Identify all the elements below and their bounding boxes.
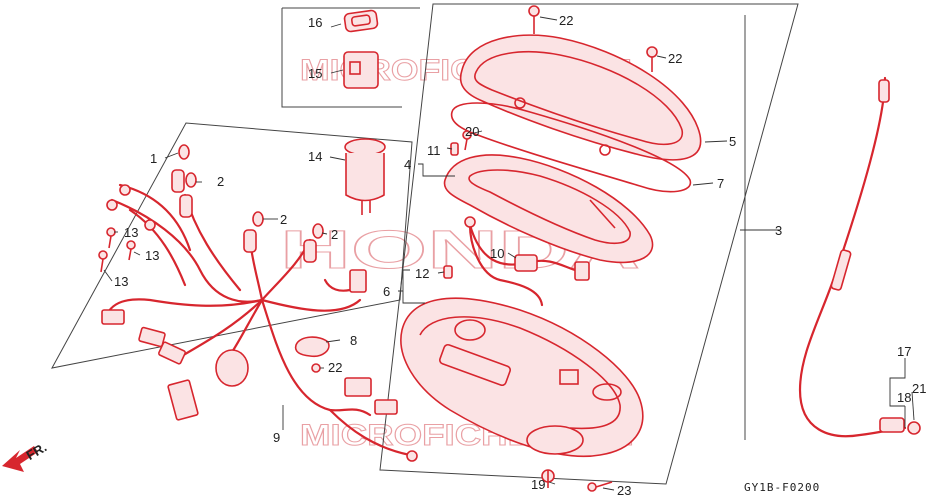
- callout-13: 13: [114, 274, 128, 289]
- part-10-bulb-cord: [464, 216, 590, 307]
- callout-23: 23: [617, 483, 631, 498]
- part-22-screw-right: [646, 46, 658, 72]
- front-arrow: FR.: [2, 439, 49, 472]
- callout-21: 21: [912, 381, 926, 396]
- callout-22: 22: [328, 360, 342, 375]
- part-6-lower-case: [400, 297, 644, 458]
- callout-16: 16: [308, 15, 322, 30]
- part-5-meter-case: [459, 34, 702, 161]
- part-8-clip: [294, 336, 330, 358]
- callout-17: 17: [897, 344, 911, 359]
- callout-20: 20: [465, 124, 479, 139]
- callout-3: 3: [775, 223, 782, 238]
- part-23-screw: [587, 481, 613, 492]
- part-22-screw-top: [528, 5, 540, 34]
- callout-13: 13: [145, 248, 159, 263]
- frame-meter-assembly: [379, 3, 799, 485]
- callout-9: 9: [273, 430, 280, 445]
- callout-2: 2: [217, 174, 224, 189]
- part-20-screw: [462, 130, 472, 151]
- part-9-wire-harness: [101, 144, 418, 462]
- frame-wiring-harness: [51, 122, 413, 369]
- callout-11: 11: [427, 143, 441, 158]
- part-15-relay: [343, 51, 379, 89]
- callout-8: 8: [350, 333, 357, 348]
- callout-22: 22: [668, 51, 682, 66]
- callout-10: 10: [490, 246, 504, 261]
- callout-4: 4: [404, 157, 411, 172]
- leader-lines: [103, 15, 915, 491]
- frame-inset-top: [281, 8, 402, 108]
- callout-15: 15: [308, 66, 322, 81]
- callout-2: 2: [280, 212, 287, 227]
- callout-18: 18: [897, 390, 911, 405]
- front-marker-label: FR.: [24, 439, 50, 462]
- callout-7: 7: [717, 176, 724, 191]
- callout-19: 19: [531, 477, 545, 492]
- callout-12: 12: [415, 266, 429, 281]
- part-13-screws: [98, 227, 136, 273]
- callout-labels: 1 2 2 2 3 4 5 6 7 8 9 10 11 12 13 13 13 …: [114, 13, 926, 498]
- callout-6: 6: [383, 284, 390, 299]
- callout-2: 2: [331, 227, 338, 242]
- diagram-code: GY1B-F0200: [744, 481, 820, 494]
- part-19-bolt: [541, 469, 555, 488]
- part-17-speedometer-cable: [798, 76, 921, 438]
- part-4-meter-panel: [443, 154, 654, 264]
- callout-13: 13: [124, 225, 138, 240]
- part-16-cushion: [343, 9, 379, 33]
- part-11-bulb: [450, 142, 459, 156]
- part-14-buzzer: [344, 138, 386, 215]
- callout-22: 22: [559, 13, 573, 28]
- callout-1: 1: [150, 151, 157, 166]
- part-12-bulb: [443, 265, 453, 279]
- callout-14: 14: [308, 149, 322, 164]
- part-22-screw-lower: [311, 363, 321, 373]
- callout-5: 5: [729, 134, 736, 149]
